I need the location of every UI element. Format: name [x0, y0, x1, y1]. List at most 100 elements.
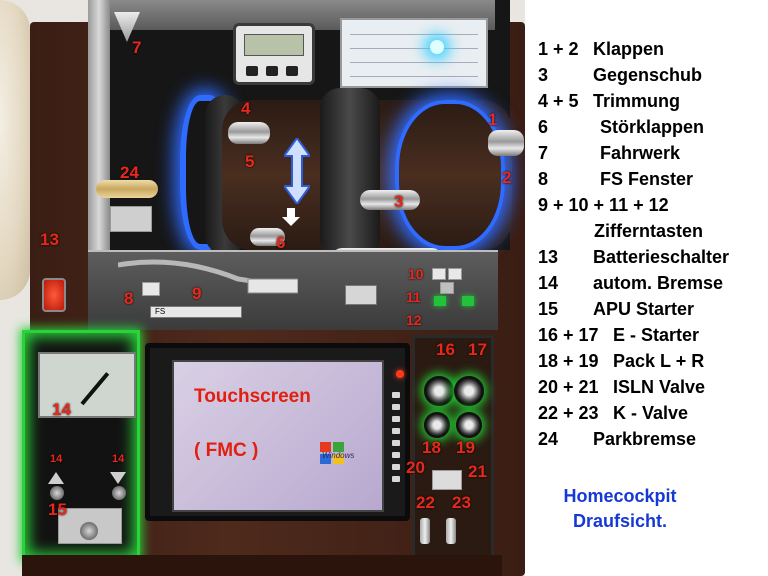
cabinet-base [22, 555, 502, 576]
starter-knob-16[interactable] [424, 376, 454, 406]
thrust-lever-1[interactable] [360, 190, 420, 210]
label-6: 6 [276, 233, 286, 252]
legend-key: 3 [538, 65, 549, 85]
legend-item: 14 autom. Bremse [538, 270, 763, 296]
fs-plate: FS [150, 306, 242, 318]
label-1: 1 [488, 110, 498, 129]
label-14: 14 [52, 400, 71, 419]
legend-item: 8 FS Fenster [538, 166, 763, 192]
monitor-button[interactable] [392, 440, 400, 446]
isln-valve-switch[interactable] [432, 470, 462, 490]
spoiler-handle[interactable] [250, 228, 285, 246]
legend-label: Klappen [593, 39, 665, 59]
fs-plate-label: FS [155, 307, 166, 316]
monitor-button[interactable] [392, 404, 400, 410]
label-19: 19 [456, 438, 475, 457]
monitor-button[interactable] [392, 428, 400, 434]
twin-switch[interactable] [345, 285, 377, 305]
legend-key: 8 [538, 169, 549, 189]
legend-key: 4 + 5 [538, 91, 579, 111]
blue-indicator-light [430, 40, 444, 54]
legend-label: Trimmung [593, 91, 681, 111]
monitor-button[interactable] [392, 464, 400, 470]
label-22: 22 [416, 493, 435, 512]
pack-knob-19[interactable] [456, 412, 482, 438]
key-10[interactable] [432, 268, 446, 280]
autobrake-knob-right[interactable] [112, 486, 126, 500]
trim-handle[interactable] [228, 122, 270, 144]
caption-line-2: Draufsicht. [572, 511, 668, 531]
fmc-screen[interactable] [172, 360, 384, 512]
speedbrake-wheel[interactable] [320, 88, 380, 258]
legend-key: 16 + 17 [538, 325, 599, 345]
legend-key: 1 + 2 [538, 39, 579, 59]
flap-handle[interactable] [488, 130, 524, 156]
windows-logo-icon [320, 442, 344, 464]
wall-background [0, 0, 30, 300]
legend-key: 20 + 21 [538, 377, 599, 397]
legend-label: ISLN Valve [613, 377, 706, 397]
legend-key: 14 [538, 273, 559, 293]
down-arrow-icon [282, 208, 300, 226]
legend-key: 24 [538, 429, 559, 449]
label-23: 23 [452, 493, 471, 512]
legend-item: 16 + 17 E - Starter [538, 322, 763, 348]
legend-item: 13 Batterieschalter [538, 244, 763, 270]
autobrake-down-icon[interactable] [110, 472, 126, 484]
windows-badge: Windows [322, 451, 355, 460]
label-11: 11 [406, 289, 421, 305]
starter-knob-17[interactable] [454, 376, 484, 406]
label-13: 13 [40, 230, 59, 249]
legend-label: Störklappen [600, 117, 705, 137]
legend-label: Batterieschalter [593, 247, 730, 267]
key-10b[interactable] [448, 268, 462, 280]
monitor-button[interactable] [392, 392, 400, 398]
label-17: 17 [468, 340, 487, 359]
pack-knob-18[interactable] [424, 412, 450, 438]
label-7: 7 [132, 38, 142, 57]
legend-item: 4 + 5 Trimmung [538, 88, 763, 114]
autobrake-knob-left[interactable] [50, 486, 64, 500]
legend-item: 20 + 21 ISLN Valve [538, 374, 763, 400]
battery-switch[interactable] [42, 278, 66, 312]
key-12-green[interactable] [462, 296, 474, 306]
legend-label: autom. Bremse [593, 273, 724, 293]
label-12: 12 [406, 312, 422, 328]
legend-key: 13 [538, 247, 559, 267]
autobrake-dial[interactable] [38, 352, 136, 418]
k-valve-toggle-22[interactable] [420, 518, 430, 544]
apu-starter-knob[interactable] [80, 522, 98, 540]
key-11-green[interactable] [434, 296, 446, 306]
autobrake-up-icon[interactable] [48, 472, 64, 484]
label-15: 15 [48, 500, 67, 519]
screen-subtitle: ( FMC ) [194, 440, 259, 461]
legend-label: E - Starter [613, 325, 700, 345]
trim-direction-icon [284, 138, 310, 204]
monitor-button[interactable] [392, 452, 400, 458]
legend-label: APU Starter [593, 299, 695, 319]
key-11[interactable] [440, 282, 454, 294]
caption-line-1: Homecockpit [563, 486, 677, 506]
monitor-button[interactable] [392, 416, 400, 422]
label-3: 3 [394, 192, 404, 211]
throttle-light [395, 100, 505, 250]
legend-item-continued: Zifferntasten [538, 218, 763, 244]
window-lever[interactable] [118, 257, 298, 297]
label-10: 10 [408, 266, 424, 282]
legend-label: FS Fenster [600, 169, 694, 189]
k-valve-toggle-23[interactable] [446, 518, 456, 544]
monitor-button[interactable] [392, 476, 400, 482]
button-8[interactable] [142, 282, 160, 296]
label-16: 16 [436, 340, 455, 359]
label-2: 2 [502, 168, 512, 187]
power-led [396, 370, 404, 378]
parking-brake-handle[interactable] [96, 180, 158, 198]
autobrake-small-label-left: 14 [50, 453, 63, 465]
label-8: 8 [124, 289, 134, 308]
